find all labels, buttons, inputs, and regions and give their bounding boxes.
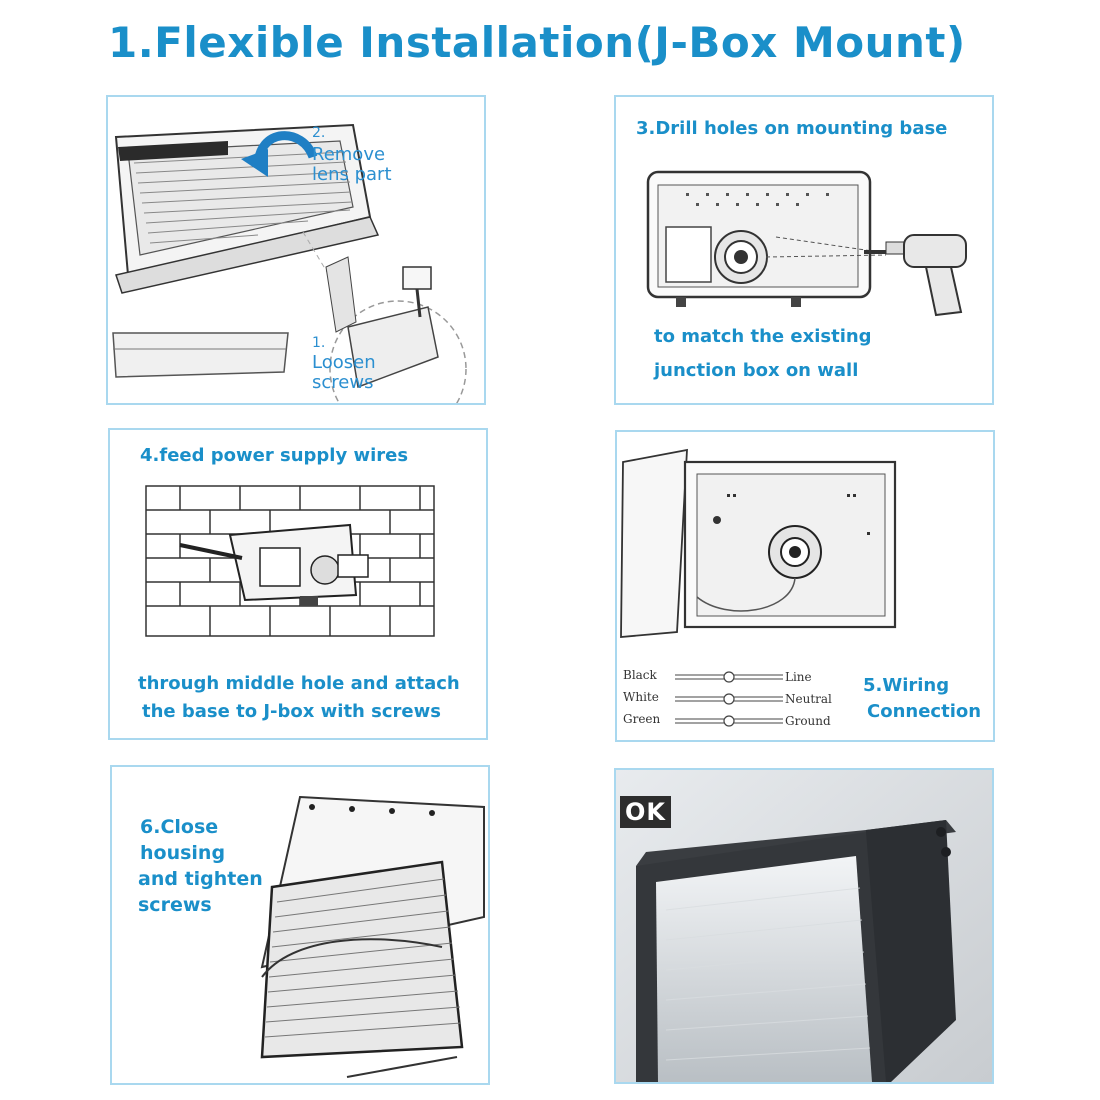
lens-removal-illustration [112,123,467,403]
panel-step-1-2: 2. Remove lens part 1. Loosen screws [106,95,486,405]
wire-terminal-neutral: Neutral [785,692,832,706]
wall-pack-photo [616,770,992,1082]
step-3-line-2: junction box on wall [654,360,859,381]
step-6-line-2: housing [140,842,226,864]
step-3-heading: 3.Drill holes on mounting base [636,118,948,139]
step-1-number: 1. [312,335,326,351]
step-6-line-3: and tighten [138,868,263,890]
panel-step-6: 6.Close housing and tighten screws [110,765,490,1085]
step-5-heading-line-2: Connection [867,701,982,722]
step-4-heading: 4.feed power supply wires [140,445,409,466]
step-2-number: 2. [312,125,326,141]
step-3-line-1: to match the existing [654,326,872,347]
wire-terminal-line: Line [785,670,812,684]
step-6-line-1: 6.Close [140,816,219,838]
step-2-line-1: Remove [312,144,386,165]
drill-illustration [646,170,967,317]
step-1-line-1: Loosen [312,352,376,373]
wall-mount-illustration [145,485,435,637]
wiring-illustration [620,448,897,727]
step-5-heading-line-1: 5.Wiring [863,675,950,696]
panel-step-4: 4.feed power supply wires through middle… [108,428,488,740]
panel-step-5: Black Line White Neutral Green Ground 5.… [615,430,995,742]
wire-color-black: Black [623,668,657,682]
panel-result-ok: OK [614,768,994,1084]
step-4-line-1: through middle hole and attach [138,673,460,694]
close-housing-illustration [260,795,485,1078]
step-1-line-2: screws [312,372,374,393]
wire-terminal-ground: Ground [785,714,831,728]
step-6-line-4: screws [138,894,212,916]
page-title: 1.Flexible Installation(J-Box Mount) [108,18,966,67]
step-2-line-2: lens part [312,164,392,185]
step-4-line-2: the base to J-box with screws [142,701,441,722]
wire-color-green: Green [623,712,661,726]
ok-badge: OK [620,796,671,828]
wire-color-white: White [623,690,659,704]
panel-step-3: 3.Drill holes on mounting base to match … [614,95,994,405]
